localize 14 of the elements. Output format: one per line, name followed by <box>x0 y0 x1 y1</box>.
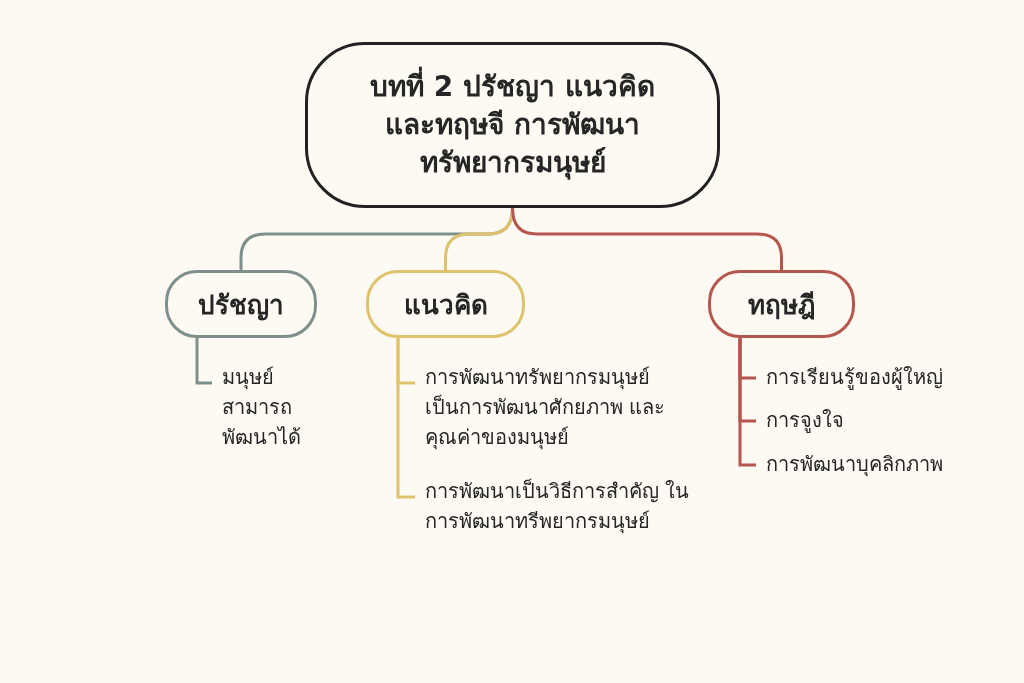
connector-line <box>396 338 415 499</box>
title-pill: บทที่ 2 ปรัชญา แนวคิด และทฤษจี การพัฒนาทรัพยากรมนุษย์ <box>305 42 720 208</box>
leaf-text: การพัฒนาเป็นวิธีการสำคัญ ในการพัฒนาทรีพยากรมนุษย์ <box>425 476 725 538</box>
leaf-text: การเรียนรู้ของผู้ใหญ่ <box>766 362 996 394</box>
category-pill: ทฤษฎี <box>708 270 855 338</box>
category-pill: ปรัชญา <box>165 270 317 338</box>
leaf-text: การจูงใจ <box>766 405 966 437</box>
leaf-text: มนุษย์ สามารถ พัฒนาได้ <box>222 362 352 454</box>
leaf-text: การพัฒนาบุคลิกภาพ <box>766 449 986 481</box>
connector-line <box>511 207 783 270</box>
connector-line <box>738 338 756 467</box>
category-pill: แนวคิด <box>366 270 525 338</box>
connector-line <box>195 338 212 385</box>
leaf-text: การพัฒนาทรัพยากรมนุษย์ เป็นการพัฒนาศักยภาพ และคุณค่าของมนุษย์ <box>425 362 695 454</box>
